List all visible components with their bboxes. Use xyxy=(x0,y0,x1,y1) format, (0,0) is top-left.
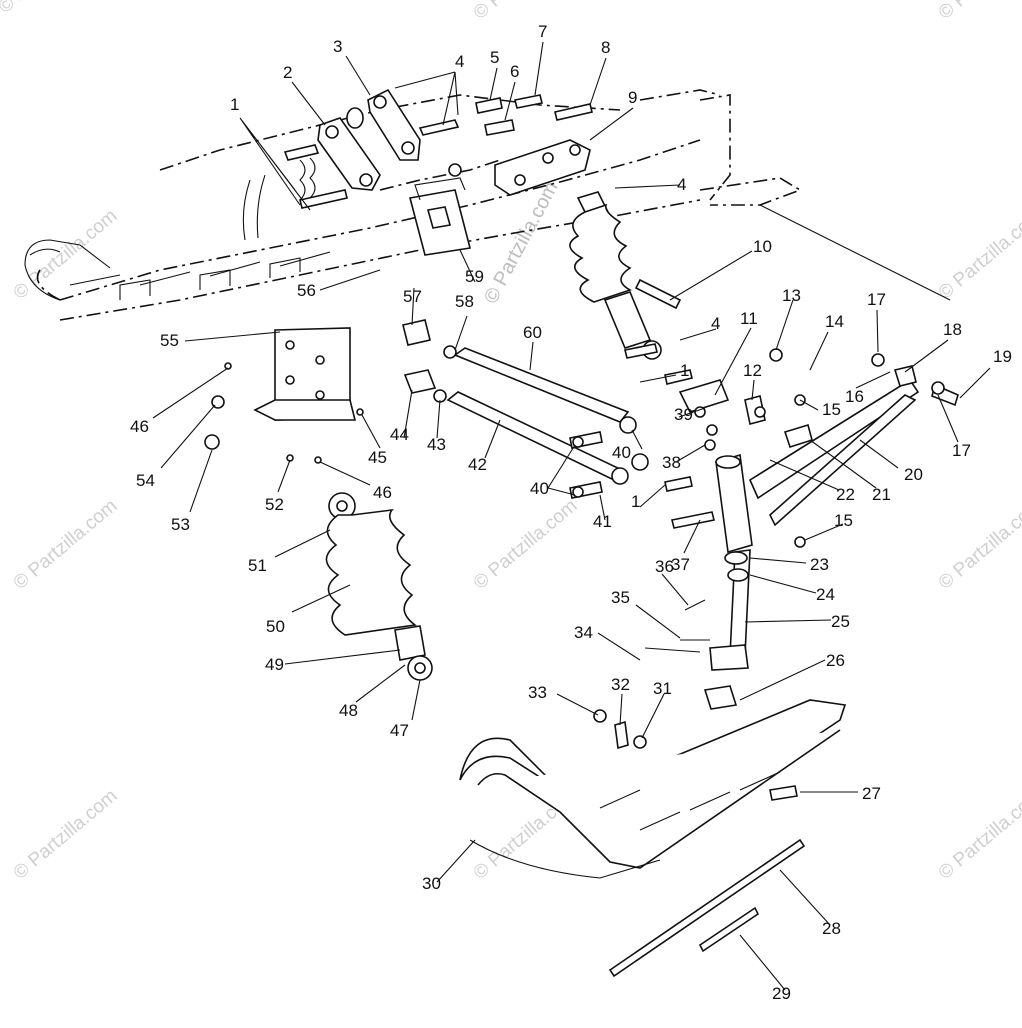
watermark-center: © Partzilla.com xyxy=(480,178,563,307)
callout-label: 60 xyxy=(523,323,542,342)
callout-label: 11 xyxy=(740,309,758,328)
callout-label: 4 xyxy=(677,175,686,194)
callout-label: 43 xyxy=(427,435,446,454)
callout-label: 20 xyxy=(904,465,923,484)
callout-label: 19 xyxy=(993,347,1012,366)
callout-label: 16 xyxy=(845,387,864,406)
bracket-59 xyxy=(409,177,471,256)
callout-label: 12 xyxy=(743,361,762,380)
callout-label: 48 xyxy=(339,701,358,720)
callout-label: 1 xyxy=(631,492,640,511)
callout-label: 55 xyxy=(160,331,179,350)
callout-label: 7 xyxy=(538,22,547,41)
callout-label: 5 xyxy=(490,48,499,67)
callout-label: 13 xyxy=(782,286,801,305)
callout-label: 15 xyxy=(822,400,841,419)
callout-label: 58 xyxy=(455,292,474,311)
callout-label: 36 xyxy=(655,557,674,576)
callout-label: 54 xyxy=(136,471,155,490)
watermark: © Partzilla.com xyxy=(935,495,1022,593)
callout-label: 22 xyxy=(836,485,855,504)
callout-label: 17 xyxy=(952,441,971,460)
callout-label: 30 xyxy=(422,874,441,893)
callout-label: 28 xyxy=(822,919,841,938)
upper-mount-plates xyxy=(242,88,460,241)
callout-label: 4 xyxy=(455,52,464,71)
watermark: © Partzilla.com xyxy=(0,0,106,18)
shock-10 xyxy=(569,191,682,360)
callout-label: 50 xyxy=(266,617,285,636)
callout-label: 44 xyxy=(390,425,409,444)
callout-label: 46 xyxy=(130,417,149,436)
callout-label: 29 xyxy=(772,984,791,1003)
callout-label: 15 xyxy=(834,511,853,530)
callout-label: 53 xyxy=(171,515,190,534)
watermark: © Partzilla.com xyxy=(10,495,122,593)
watermark: © Partzilla.com xyxy=(935,205,1022,303)
callout-label: 9 xyxy=(628,88,637,107)
callout-label: 37 xyxy=(671,555,690,574)
callout-label: 42 xyxy=(468,455,487,474)
callout-label: 35 xyxy=(611,588,630,607)
callout-label: 45 xyxy=(368,448,387,467)
callout-label: 56 xyxy=(297,281,316,300)
callout-label: 21 xyxy=(872,485,891,504)
callout-labels: 1 2 3 4 5 6 7 8 9 4 10 4 11 1 12 13 14 1… xyxy=(130,22,1012,1003)
callout-label: 1 xyxy=(230,95,239,114)
callout-label: 41 xyxy=(593,512,612,531)
callout-label: 17 xyxy=(867,290,886,309)
watermark: © Partzilla.com xyxy=(935,0,1022,24)
steering-assembly xyxy=(624,343,959,671)
callout-label: 39 xyxy=(674,405,693,424)
callout-label: 18 xyxy=(943,320,962,339)
callout-label: 1 xyxy=(680,361,689,380)
callout-label: 24 xyxy=(816,585,835,604)
callout-label: 40 xyxy=(612,443,631,462)
watermark: © Partzilla.com xyxy=(935,785,1022,883)
watermark: © Partzilla.com xyxy=(470,0,582,24)
callout-label: 46 xyxy=(373,483,392,502)
callout-label: 38 xyxy=(662,453,681,472)
shock-50 xyxy=(325,492,433,681)
callout-label: 32 xyxy=(611,675,630,694)
callout-label: 3 xyxy=(333,37,342,56)
callout-label: 27 xyxy=(862,784,881,803)
watermark: © Partzilla.com xyxy=(470,495,582,593)
bracket-55 xyxy=(204,327,364,464)
callout-label: 25 xyxy=(831,612,850,631)
callout-label: 10 xyxy=(753,237,772,256)
a-arm-rods xyxy=(402,319,649,499)
callout-label: 59 xyxy=(465,267,484,286)
callout-label: 4 xyxy=(711,314,720,333)
callout-label: 40 xyxy=(530,479,549,498)
watermark: © Partzilla.com xyxy=(10,785,122,883)
callout-label: 2 xyxy=(283,63,292,82)
ski-30 xyxy=(459,599,847,978)
callout-label: 26 xyxy=(826,651,845,670)
callout-label: 51 xyxy=(248,556,267,575)
callout-label: 33 xyxy=(528,683,547,702)
callout-label: 8 xyxy=(601,38,610,57)
callout-label: 57 xyxy=(403,287,422,306)
callout-label: 14 xyxy=(825,312,844,331)
callout-label: 6 xyxy=(510,62,519,81)
callout-label: 47 xyxy=(390,721,409,740)
callout-label: 34 xyxy=(574,623,593,642)
callout-label: 49 xyxy=(265,655,284,674)
callout-label: 52 xyxy=(265,495,284,514)
callout-label: 23 xyxy=(810,555,829,574)
upper-plate-9 xyxy=(448,94,593,196)
callout-label: 31 xyxy=(653,679,672,698)
leader-lines xyxy=(152,41,991,991)
